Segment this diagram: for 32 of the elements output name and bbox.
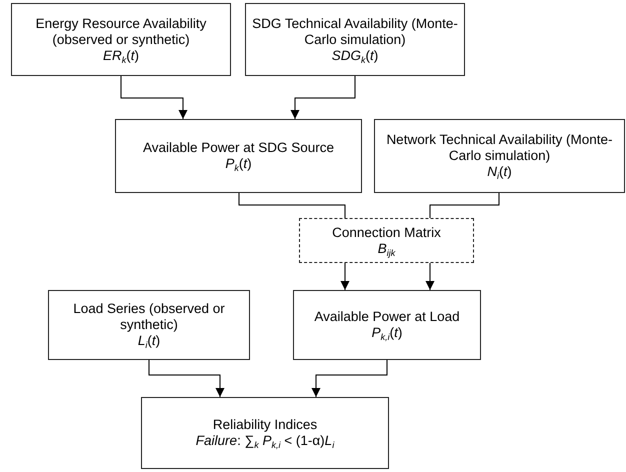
connector-line [238,192,346,218]
box-title: Available Power at SDG Source [142,140,334,156]
process-box [115,119,362,193]
arrow [290,76,356,120]
process-box [293,290,481,360]
formula: Failure: ∑$_{k}$ P$_{k,i}$ < (1-α)L$_{i}$ [196,433,334,449]
box-title: Network Technical Availability (Monte-Carlo simulation) [385,132,614,164]
dashed-process-box [299,218,474,263]
arrow [148,360,224,398]
formula: L$_{i}$(t) [138,333,160,349]
process-box [141,397,389,469]
arrow [120,76,188,120]
process-box [11,3,231,76]
formula: B$_{ijk}$ [378,240,396,256]
box-title: Connection Matrix [332,224,441,240]
process-box [245,3,465,76]
arrow [426,262,434,290]
formula: P$_{k}$(t) [225,156,252,172]
box-title: Load Series (observed or synthetic) [72,301,226,333]
box-title: Available Power at Load [314,309,460,325]
arrow [312,360,388,398]
arrow [340,262,350,290]
formula: SDG$_{k}$(t) [332,48,378,64]
process-box [374,119,625,193]
formula: ER$_{k}$(t) [102,48,140,64]
box-title: SDG Technical Availability (Monte-Carlo simulation) [252,16,458,48]
box-title: Reliability Indices [212,417,318,433]
formula: P$_{k,i}$(t) [372,325,402,341]
connector-line [430,192,500,218]
process-box [48,290,250,360]
box-title: Energy Resource Availability (observed or synthetic) [34,16,208,48]
formula: N$_{i}$(t) [487,164,512,180]
